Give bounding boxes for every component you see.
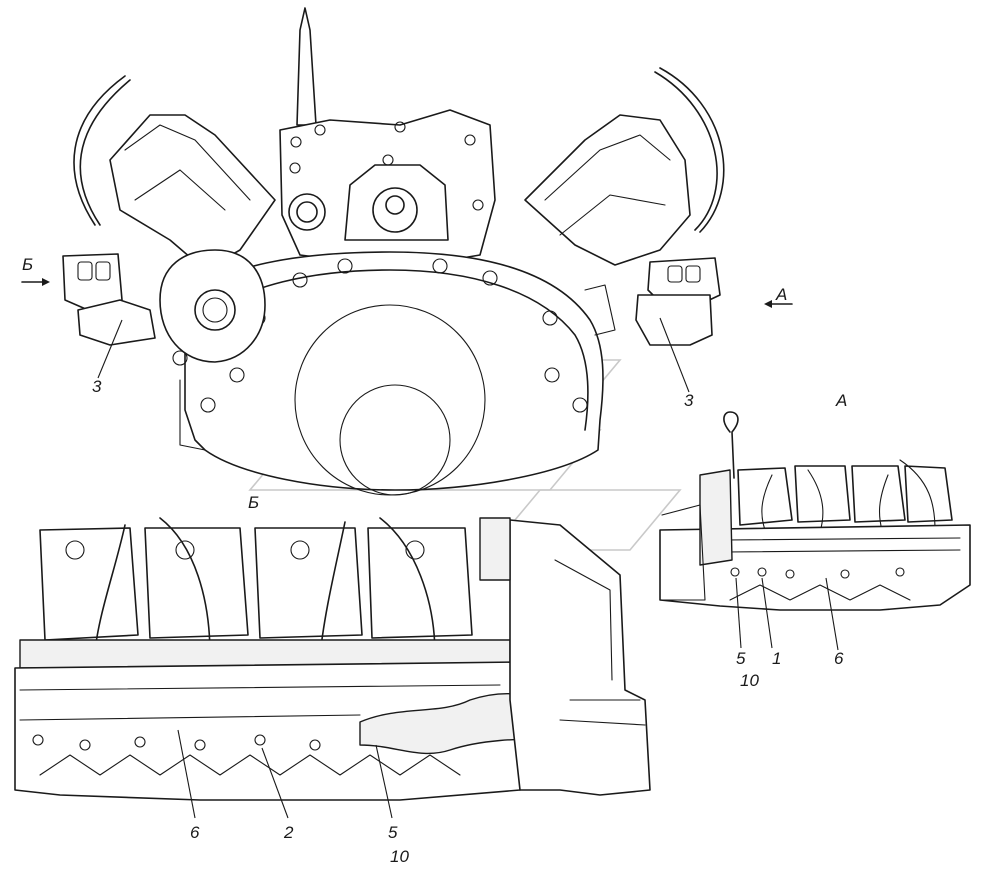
view-a-block bbox=[659, 524, 971, 611]
callout-a-1: 1 bbox=[772, 649, 781, 668]
view-a-head-cover-1 bbox=[737, 467, 793, 526]
view-b-flywheel-housing bbox=[509, 519, 651, 796]
view-a-arrow: А bbox=[764, 285, 793, 308]
view-a-head-cover-4 bbox=[904, 465, 953, 523]
callout-a-5: 5 bbox=[736, 649, 746, 668]
callout-b-6: 6 bbox=[190, 823, 200, 842]
front-view bbox=[62, 7, 725, 496]
view-a-arrow-letter: А bbox=[775, 285, 787, 304]
view-a-head-cover-2 bbox=[794, 465, 851, 523]
view-b-arrow-letter: Б bbox=[22, 255, 33, 274]
left-front-pump bbox=[159, 249, 266, 363]
left-cylinder-head bbox=[109, 114, 276, 271]
view-b-head-cover-3 bbox=[254, 527, 363, 639]
view-b-title: Б bbox=[248, 493, 259, 512]
flywheel-housing bbox=[184, 251, 604, 491]
callout-a-10: 10 bbox=[740, 671, 759, 690]
view-a-side bbox=[659, 411, 971, 651]
view-b-head-cover-1 bbox=[39, 527, 139, 641]
view-a-flange bbox=[699, 469, 733, 566]
callout-front-left: 3 bbox=[92, 377, 102, 396]
view-b-head-cover-2 bbox=[144, 527, 249, 639]
callout-a-6: 6 bbox=[834, 649, 844, 668]
dipstick-tube bbox=[296, 7, 317, 126]
right-cylinder-head bbox=[524, 114, 691, 266]
callout-b-2: 2 bbox=[283, 823, 294, 842]
view-b-arrow: Б bbox=[21, 255, 50, 286]
view-a-title: А bbox=[835, 391, 847, 410]
view-a-head-cover-3 bbox=[851, 465, 906, 523]
callout-front-right: 3 bbox=[684, 391, 694, 410]
view-b-side bbox=[14, 517, 651, 819]
view-b-head-cover-4 bbox=[367, 527, 473, 639]
callout-b-10: 10 bbox=[390, 847, 409, 866]
callout-b-5: 5 bbox=[388, 823, 398, 842]
